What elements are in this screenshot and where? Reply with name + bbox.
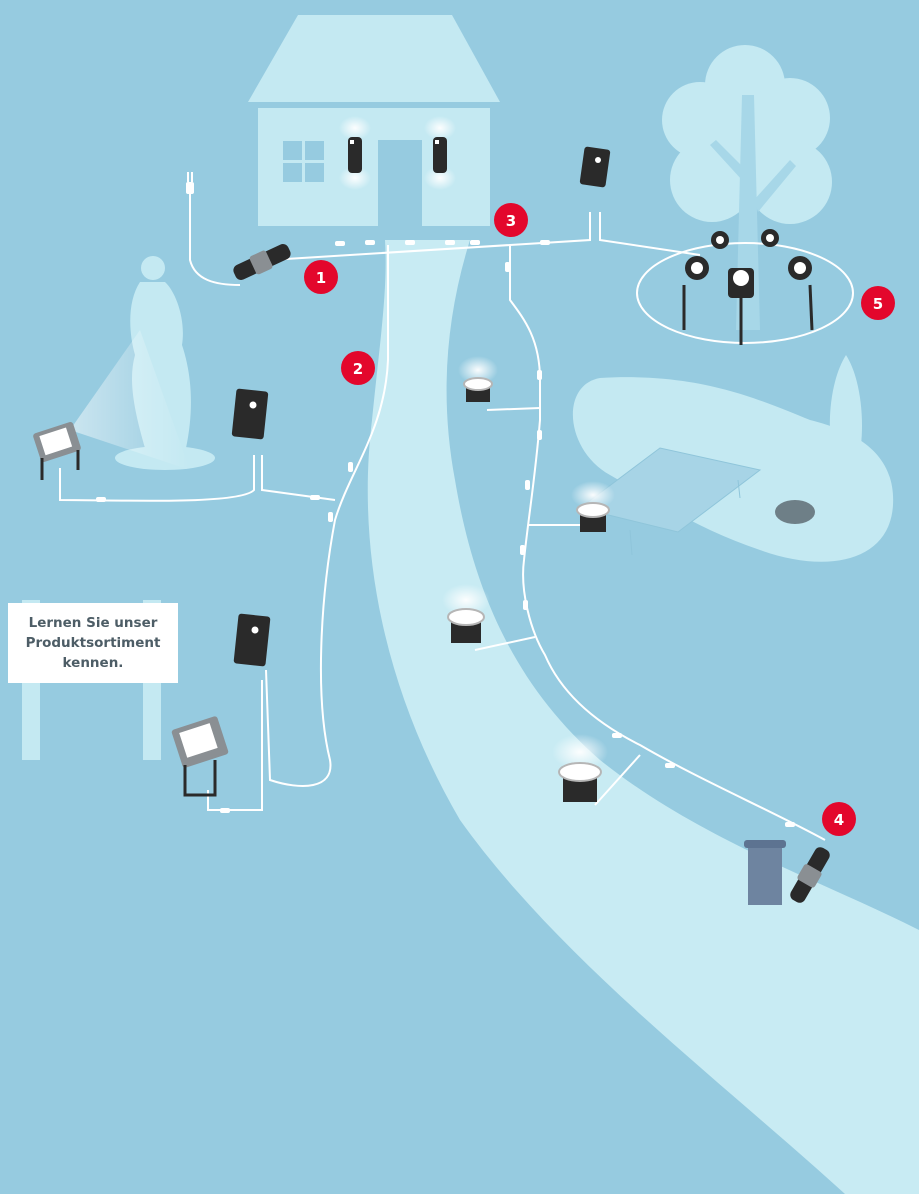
marker-2[interactable]: 2 <box>341 351 375 385</box>
sign-line-3: kennen. <box>63 655 124 671</box>
control-unit-lower <box>233 613 271 667</box>
marker-1[interactable]: 1 <box>304 260 338 294</box>
cable-connectors <box>96 240 795 827</box>
rock <box>775 500 815 524</box>
marker-1-label: 1 <box>316 269 326 287</box>
spotlight <box>761 229 779 247</box>
tree <box>662 45 832 330</box>
house <box>248 15 500 226</box>
sign-line-2: Produktsortiment <box>26 635 161 651</box>
signpost: Lernen Sie unser Produktsortiment kennen… <box>8 600 178 760</box>
spotlight <box>728 268 754 345</box>
pond <box>572 355 894 562</box>
garden-path <box>367 240 919 1194</box>
cable-connector-4 <box>790 847 830 903</box>
floodlight-statue <box>33 330 190 480</box>
spotlight <box>711 231 729 249</box>
marker-5[interactable]: 5 <box>861 286 895 320</box>
floodlight-sign <box>171 716 229 797</box>
marker-3[interactable]: 3 <box>494 203 528 237</box>
ground-light-1 <box>458 356 498 402</box>
marker-5-label: 5 <box>873 295 883 313</box>
marker-2-label: 2 <box>353 360 363 378</box>
wall-light-right <box>424 116 456 190</box>
window <box>283 141 324 182</box>
cable-connector-1 <box>233 244 291 280</box>
sign-text: Lernen Sie unser Produktsortiment kennen… <box>26 615 161 671</box>
ground-light-4 <box>552 734 608 802</box>
spotlight <box>788 256 814 331</box>
cypress <box>829 355 862 462</box>
tree-bed <box>636 242 854 344</box>
control-unit-middle <box>231 388 269 440</box>
spotlight-group <box>682 229 814 345</box>
marker-3-label: 3 <box>506 212 516 230</box>
control-unit-top <box>579 146 611 188</box>
pond-dock <box>578 447 762 556</box>
spotlight <box>682 256 709 330</box>
power-plug <box>186 172 194 194</box>
sign-line-1: Lernen Sie unser <box>29 615 158 631</box>
ground-light-3 <box>442 584 490 643</box>
wall-light-left <box>339 116 371 190</box>
bollard-bin <box>744 840 786 905</box>
marker-4[interactable]: 4 <box>822 802 856 836</box>
ground-light-2 <box>571 481 615 532</box>
marker-4-label: 4 <box>834 811 844 829</box>
